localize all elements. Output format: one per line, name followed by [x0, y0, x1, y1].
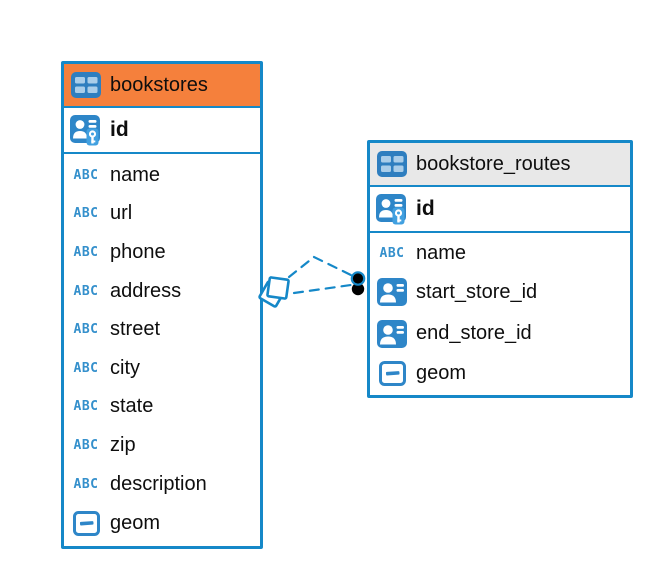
- column-row-id[interactable]: id: [370, 187, 630, 233]
- relationship-line-lower[interactable]: [292, 283, 353, 295]
- text-type-icon: ABC: [73, 206, 99, 222]
- column-row-state[interactable]: ABC state: [64, 387, 260, 427]
- column-row-geom[interactable]: geom: [64, 503, 260, 544]
- column-row-zip[interactable]: ABC zip: [64, 426, 260, 465]
- column-name: geom: [416, 362, 467, 385]
- text-type-icon: ABC: [73, 437, 99, 453]
- text-type-icon: ABC: [73, 244, 99, 260]
- column-row-url[interactable]: ABC url: [64, 194, 260, 234]
- relationship-line-upper[interactable]: [287, 255, 355, 279]
- column-name: name: [110, 163, 161, 186]
- column-row-id[interactable]: id: [64, 108, 260, 154]
- table-title: bookstores: [110, 73, 208, 96]
- primary-key-icon: [70, 114, 100, 145]
- column-name: id: [110, 118, 129, 141]
- column-row-street[interactable]: ABC street: [64, 310, 260, 349]
- text-type-icon: ABC: [73, 167, 99, 183]
- column-row-address[interactable]: ABC address: [64, 271, 260, 311]
- column-name: state: [110, 395, 154, 418]
- column-row-geom[interactable]: geom: [370, 354, 630, 393]
- column-name: end_store_id: [416, 322, 532, 345]
- column-row-end_store_id[interactable]: end_store_id: [370, 313, 630, 355]
- column-row-name[interactable]: ABC name: [64, 156, 260, 195]
- foreign-key-icon: [377, 278, 407, 307]
- primary-key-icon: [376, 193, 406, 224]
- text-type-icon: ABC: [379, 245, 405, 261]
- table-title: bookstore_routes: [416, 152, 571, 175]
- text-type-icon: ABC: [73, 399, 99, 415]
- column-name: street: [110, 318, 161, 341]
- table-icon: [71, 72, 101, 98]
- column-name: geom: [110, 512, 161, 535]
- text-type-icon: ABC: [73, 283, 99, 299]
- column-row-phone[interactable]: ABC phone: [64, 233, 260, 272]
- relationship-target-marker: [350, 271, 366, 296]
- geometry-type-icon: [72, 511, 100, 537]
- column-name: name: [416, 241, 467, 264]
- table-header[interactable]: bookstores: [64, 64, 260, 108]
- column-name: start_store_id: [416, 280, 538, 303]
- column-row-city[interactable]: ABC city: [64, 348, 260, 388]
- column-name: description: [110, 472, 207, 495]
- column-name: phone: [110, 240, 166, 263]
- relationship-source-marker: [258, 276, 290, 308]
- column-name: address: [110, 279, 182, 302]
- table-header[interactable]: bookstore_routes: [370, 143, 630, 187]
- text-type-icon: ABC: [73, 476, 99, 492]
- column-name: city: [110, 356, 140, 379]
- column-row-description[interactable]: ABC description: [64, 464, 260, 504]
- table-icon: [377, 151, 407, 177]
- text-type-icon: ABC: [73, 360, 99, 376]
- column-name: zip: [110, 433, 136, 456]
- column-row-start_store_id[interactable]: start_store_id: [370, 271, 630, 313]
- column-name: id: [416, 197, 435, 220]
- text-type-icon: ABC: [73, 322, 99, 338]
- foreign-key-icon: [377, 319, 407, 348]
- column-row-name[interactable]: ABC name: [370, 235, 630, 272]
- geometry-type-icon: [378, 361, 406, 387]
- column-name: url: [110, 202, 133, 225]
